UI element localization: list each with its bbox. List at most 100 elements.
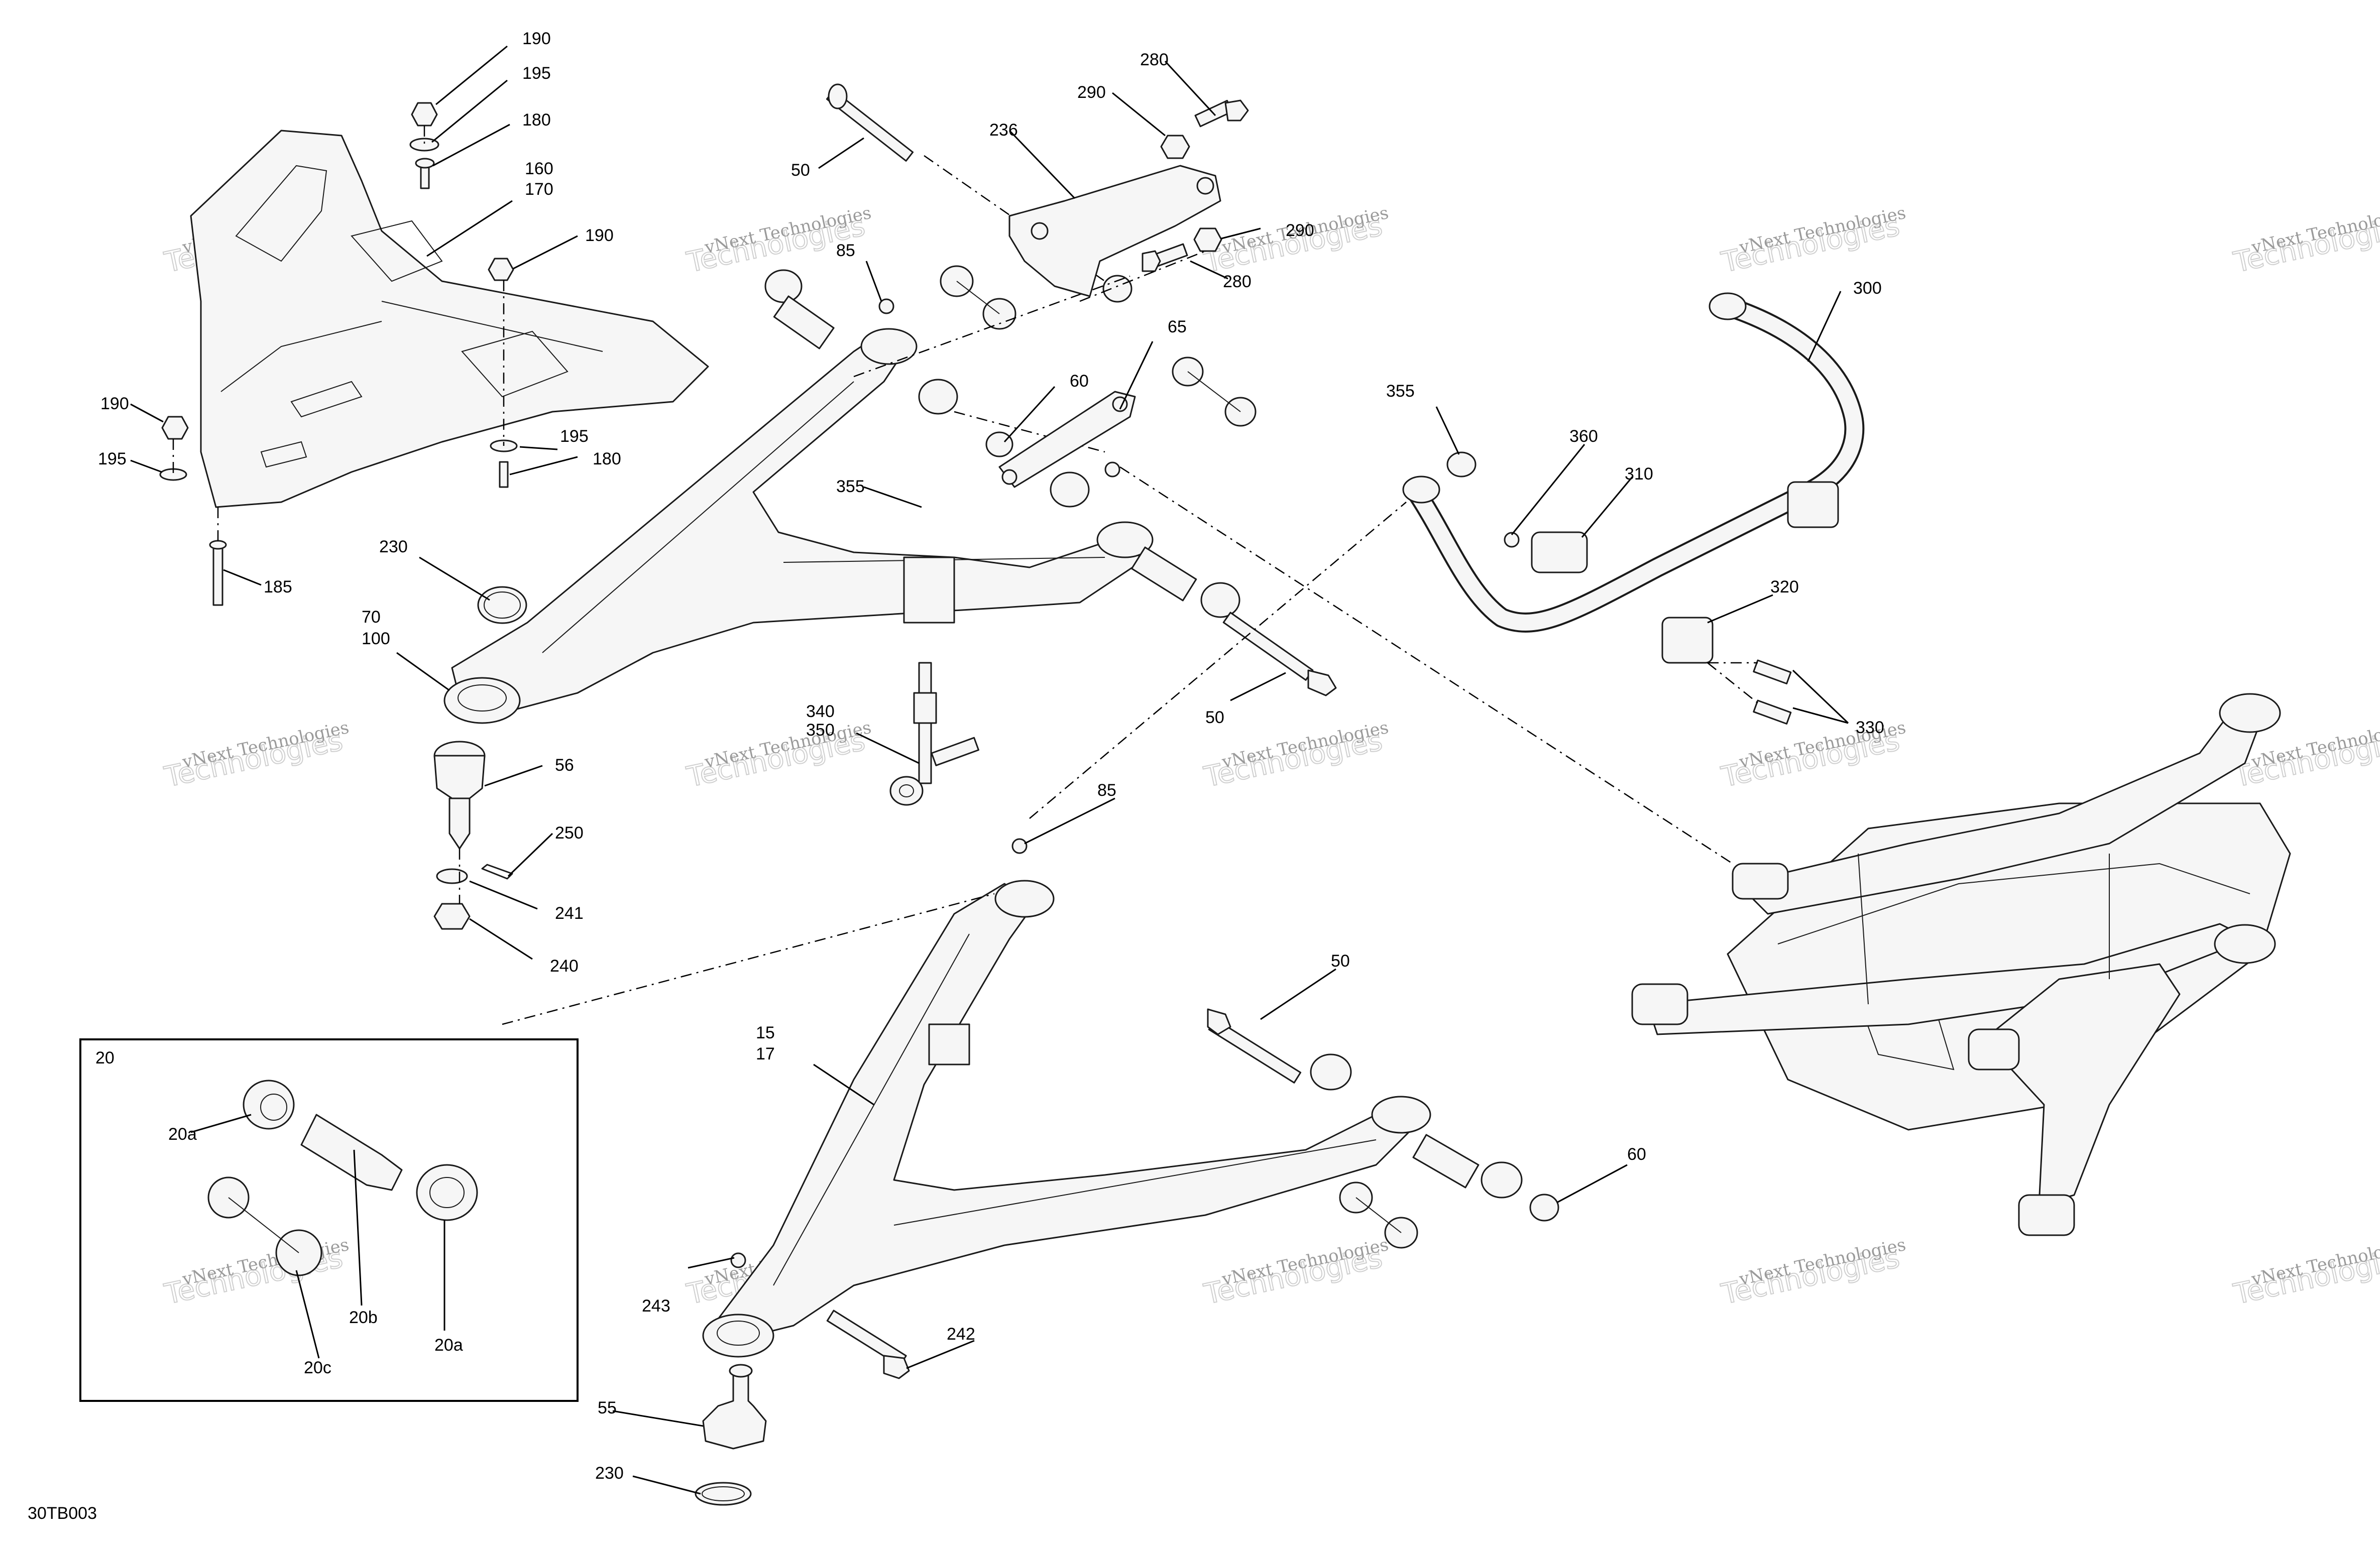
callout-185: 185 <box>264 577 292 597</box>
callout-350: 350 <box>806 721 835 740</box>
callout-195: 195 <box>522 64 551 83</box>
callout-50: 50 <box>791 161 810 180</box>
callout-243: 243 <box>642 1296 670 1316</box>
callout-170: 170 <box>525 180 553 199</box>
bushing-20a <box>243 1080 295 1130</box>
lower-arm-hardware <box>730 838 1559 1379</box>
bushing-front-outer <box>764 269 803 303</box>
upper-arm-balljoint-housing <box>443 677 521 724</box>
shim-plate-front <box>940 265 1016 330</box>
retaining-ring-230 <box>477 586 527 624</box>
flange-nut-60 <box>1102 275 1132 303</box>
callout-355: 355 <box>1386 382 1415 401</box>
callout-17: 17 <box>756 1044 775 1063</box>
callout-280: 280 <box>1223 272 1252 291</box>
callout-15: 15 <box>756 1023 775 1042</box>
callout-240: 240 <box>550 957 579 976</box>
screw-185 <box>212 544 223 606</box>
sway-bar-link <box>889 662 979 806</box>
bolt-50-b <box>1222 612 1314 681</box>
callout-340: 340 <box>806 702 835 721</box>
grease-fitting-85 <box>878 298 894 314</box>
lower-a-arm <box>702 880 1431 1358</box>
callout-56: 56 <box>555 756 574 775</box>
lower-arm-balljoint-housing <box>702 1314 774 1358</box>
callout-85: 85 <box>836 241 855 260</box>
callout-180: 180 <box>593 449 621 468</box>
grease-fitting-360 <box>1504 532 1520 548</box>
callout-230: 230 <box>595 1464 624 1483</box>
flange-nut-190 <box>411 102 438 127</box>
callout-20b: 20b <box>349 1308 378 1327</box>
callout-195: 195 <box>560 427 589 446</box>
skid-plate <box>190 130 709 508</box>
callout-330: 330 <box>1856 718 1884 737</box>
sleeve-front <box>773 295 835 349</box>
callout-290: 290 <box>1077 83 1106 102</box>
callout-20a: 20a <box>434 1336 463 1355</box>
bolt-330 <box>1753 659 1792 684</box>
callout-195: 195 <box>98 449 127 468</box>
upper-a-arm <box>443 328 1154 724</box>
upper-ball-joint <box>433 586 527 930</box>
callout-55: 55 <box>598 1398 617 1417</box>
washer-241 <box>436 868 468 884</box>
flange-nut-190-b <box>488 258 514 281</box>
leader-lines <box>130 45 1849 1495</box>
bushing-rear-outer <box>1050 471 1090 508</box>
callout-320: 320 <box>1770 577 1799 597</box>
callout-65: 65 <box>1168 317 1187 336</box>
callout-180: 180 <box>522 110 551 130</box>
callout-250: 250 <box>555 823 584 843</box>
callout-labels: 190 195 180 160 170 190 190 195 195 180 … <box>95 29 1884 1483</box>
sway-bar-300 <box>1402 292 1865 725</box>
callout-60: 60 <box>1070 372 1089 391</box>
callout-50: 50 <box>1331 952 1350 971</box>
callout-190: 190 <box>100 394 129 413</box>
sleeve-lower-rear <box>1412 1134 1480 1189</box>
assembly-guide-lines <box>502 250 1733 1025</box>
inset-frame <box>79 1038 579 1402</box>
upper-arm-front-bushing-housing <box>860 328 918 365</box>
callout-236: 236 <box>989 121 1018 140</box>
callout-310: 310 <box>1625 464 1653 484</box>
shim-plate-20c <box>207 1176 322 1276</box>
grease-fitting-85-b <box>1104 461 1120 478</box>
callout-70: 70 <box>362 608 381 627</box>
callout-60: 60 <box>1627 1145 1646 1164</box>
callout-190: 190 <box>585 226 614 245</box>
callout-241: 241 <box>555 904 584 923</box>
lower-arm-front-bushing-housing <box>994 880 1055 918</box>
clamp-320 <box>1661 617 1714 664</box>
bushing-20a-b <box>416 1164 478 1221</box>
callout-300: 300 <box>1853 279 1882 298</box>
inset-bushing-kit-20 <box>79 1038 579 1402</box>
shim-plate-lower <box>1339 1181 1418 1249</box>
clamp-320-b <box>1787 481 1839 528</box>
flange-nut-60-b <box>985 431 1013 457</box>
callout-290: 290 <box>1286 221 1314 240</box>
flange-nut-190-c <box>161 416 189 440</box>
callout-20c: 20c <box>304 1358 331 1377</box>
bushing-lower-rear-inner <box>1481 1161 1523 1199</box>
callout-280: 280 <box>1140 50 1169 69</box>
callout-190: 190 <box>522 29 551 48</box>
screw-180-b <box>499 461 509 488</box>
callout-85: 85 <box>1097 781 1116 800</box>
sleeve-rear <box>1131 546 1197 602</box>
assembled-suspension-view <box>1631 693 2291 1236</box>
callout-242: 242 <box>947 1325 975 1344</box>
plate-65 <box>985 357 1257 488</box>
upper-arm-shock-mount <box>903 556 955 624</box>
retaining-ring-230-b <box>695 1482 752 1506</box>
callout-100: 100 <box>362 629 390 648</box>
grease-fitting-243 <box>730 1252 746 1268</box>
bushing-front-inner <box>918 379 958 415</box>
grease-fitting-85-c <box>1011 838 1028 854</box>
